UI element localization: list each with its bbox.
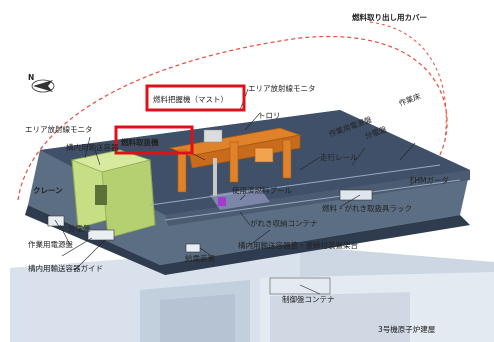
control-container-box — [269, 277, 331, 295]
distribution-box — [47, 215, 65, 227]
building-body — [10, 246, 494, 342]
fhm-highlight-box — [114, 125, 194, 155]
label-spent-fuel-pool: 使用済燃料プール — [232, 185, 292, 195]
supply-box — [185, 243, 201, 253]
label-equipment-rack: 構内用輸送容器蓋・蓋締付装置架台 — [238, 240, 358, 250]
label-area-monitor-left: エリア放射線モニタ — [25, 124, 93, 134]
fuel-handling-machine — [168, 127, 302, 196]
north-label: N — [28, 73, 34, 82]
label-distribution-panel-left: 分電盤 — [68, 223, 91, 233]
leader-lines — [54, 88, 421, 295]
travel-rail-2 — [149, 164, 441, 206]
label-water-supply: 給電装置 — [185, 253, 215, 263]
label-transport-container-guide: 構内用輸送容器ガイド — [28, 263, 103, 273]
building-title: 3号機原子炉建屋 — [378, 324, 436, 334]
label-fhm-girder: FHMガーダ — [410, 175, 449, 185]
cover-outline-right — [369, 21, 447, 141]
fuel-gripper-mast-label: 燃料把握機（マスト） — [153, 94, 228, 104]
mast-highlight-box — [145, 84, 246, 112]
label-site-transport-container-top: 構内用輸送容器 — [66, 142, 119, 152]
label-trolley: トロリ — [258, 111, 281, 120]
cover-title: 燃料取り出し用カバー — [352, 12, 427, 22]
crane-label: クレーン — [33, 185, 63, 195]
label-work-floor: 作業床 — [397, 91, 422, 108]
label-area-monitor-top: エリア放射線モニタ — [248, 83, 316, 93]
label-debris-container: がれき収納コンテナ — [250, 218, 318, 228]
guide-box — [87, 229, 115, 241]
label-travel-rail: 走行レール — [320, 152, 358, 162]
label-fuel-rack: 燃料・がれき取扱具ラック — [322, 203, 412, 213]
rack-box — [339, 189, 373, 201]
north-arrow-icon — [31, 79, 55, 93]
travel-rail — [164, 179, 461, 221]
pool-fuel-item — [218, 197, 226, 206]
label-power-panel-left: 作業用電源盤 — [28, 239, 73, 249]
crane — [70, 149, 156, 239]
fuel-handling-machine-label: 燃料取扱機 — [121, 137, 159, 147]
label-control-container: 制御盤コンテナ — [282, 294, 335, 304]
